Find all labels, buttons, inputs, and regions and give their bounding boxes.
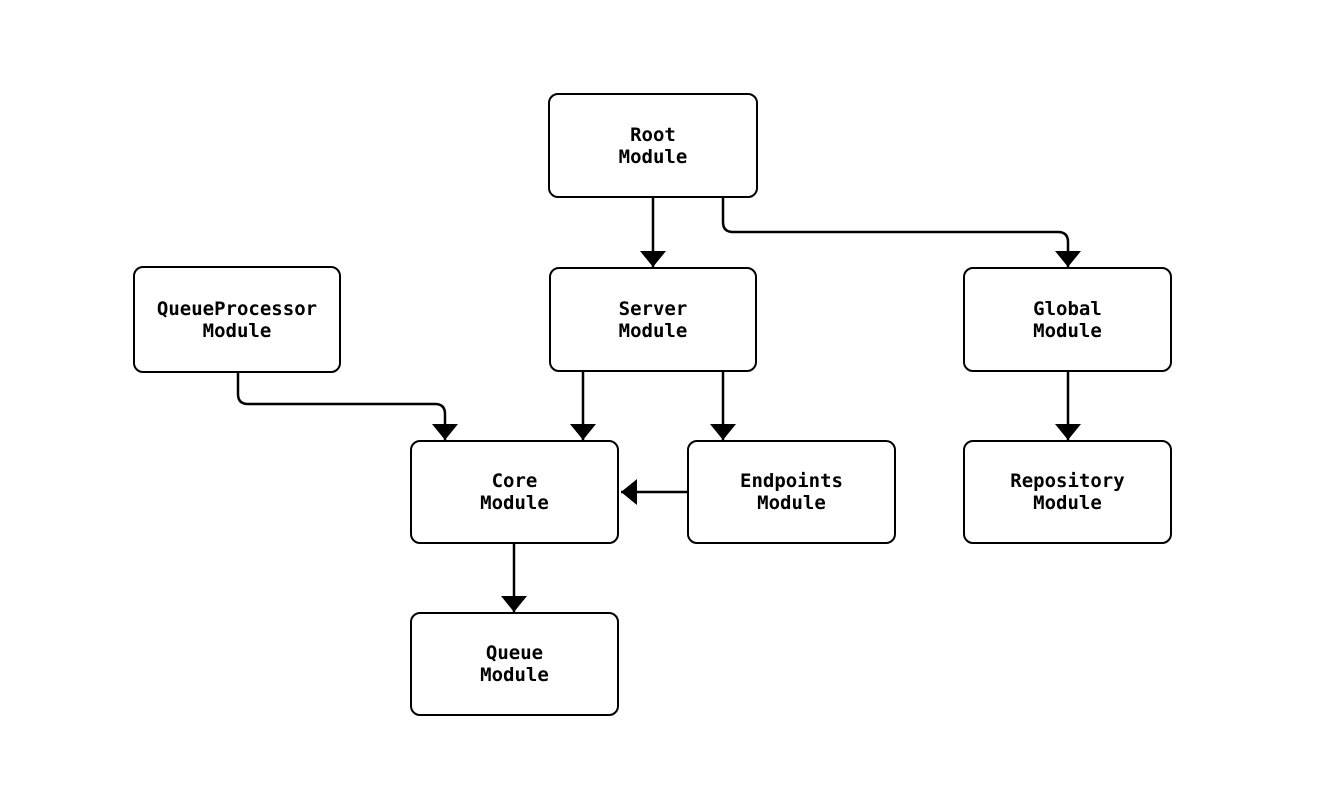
node-label-line2: Module bbox=[1033, 319, 1102, 342]
node-label-line1: Queue bbox=[485, 642, 544, 664]
node-label-line2: Module bbox=[480, 664, 549, 686]
node-label-line1: Endpoints bbox=[740, 470, 843, 492]
node-label-line2: Module bbox=[480, 492, 549, 514]
node-label-line2: Module bbox=[618, 319, 688, 342]
node-label-line2: Module bbox=[202, 319, 272, 342]
edge-queueprocessor-to-core bbox=[236, 373, 458, 440]
node-label-line1: Repository bbox=[1010, 470, 1125, 492]
edge-group bbox=[236, 198, 1081, 612]
node-label-line1: Server bbox=[618, 297, 688, 320]
node-label-line1: Root bbox=[630, 123, 676, 146]
edge-root-to-global bbox=[721, 198, 1081, 267]
node-label-line1: Global bbox=[1033, 297, 1102, 320]
node-label-line1: Core bbox=[491, 470, 538, 492]
node-label-line2: Module bbox=[618, 145, 688, 168]
node-label-line1: QueueProcessor bbox=[156, 297, 318, 320]
node-label-line2: Module bbox=[1033, 492, 1102, 514]
node-label-line2: Module bbox=[757, 492, 826, 514]
